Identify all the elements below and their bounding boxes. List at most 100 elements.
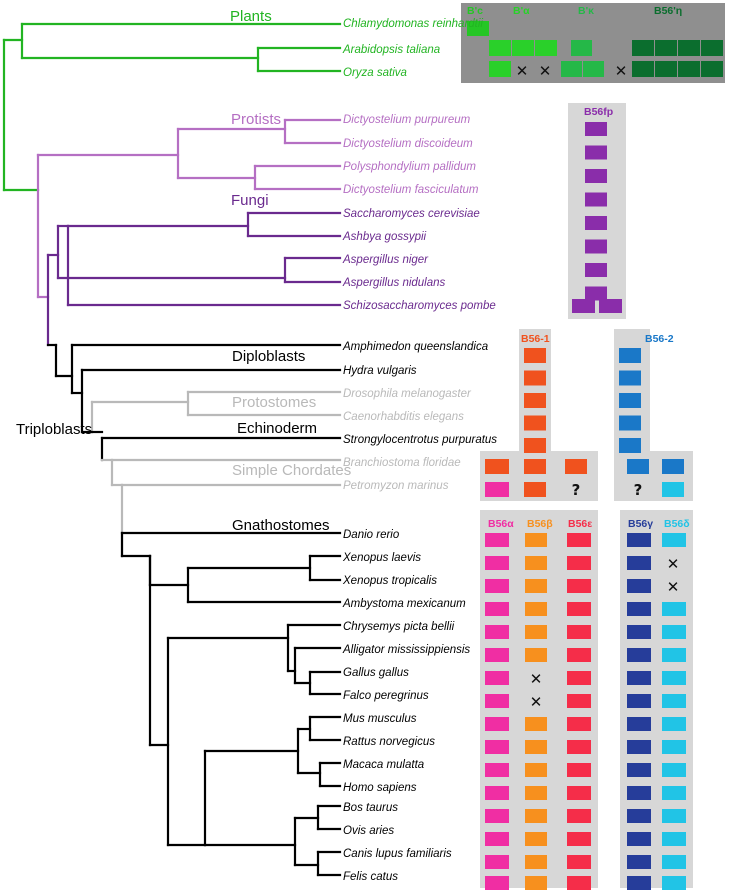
species-label: Macaca mulatta [343,759,424,771]
gene-present-box [485,694,509,708]
gene-present-box [567,625,591,639]
gene-present-box [627,671,651,685]
header-balpha: B'α [513,5,530,17]
gene-present-box [525,876,547,890]
gene-present-box [525,832,547,846]
species-label: Caenorhabditis elegans [343,411,464,423]
gene-present-box [567,556,591,570]
gene-present-box [524,348,546,363]
gene-present-box [489,61,511,77]
header-beta: B56'η [654,5,682,17]
species-label: Dictyostelium discoideum [343,138,473,150]
gene-present-box [662,625,686,639]
gene-present-box [525,786,547,800]
gene-present-box [524,459,546,474]
gene-absent-mark: ✕ [516,62,529,80]
species-label: Schizosaccharomyces pombe [343,300,496,312]
gene-present-box [627,763,651,777]
gene-absent-mark: ✕ [530,670,543,688]
gene-present-box [662,459,684,474]
gene-present-box [567,763,591,777]
gene-present-box [567,876,591,890]
gene-present-box [485,648,509,662]
header-b56-2: B56-2 [645,333,674,345]
gene-present-box [524,370,546,386]
gene-present-box [619,370,641,386]
gene-present-box [585,263,607,277]
gene-present-box [585,239,607,254]
gene-present-box [567,533,591,547]
labels: Plants Protists Fungi Diploblasts Protos… [16,5,690,883]
gene-present-box [627,717,651,731]
gene-present-box [585,192,607,207]
gene-present-box [627,855,651,869]
species-label: Drosophila melanogaster [343,388,472,400]
gene-present-box [662,855,686,869]
gene-present-box [567,717,591,731]
gene-present-box [467,21,489,36]
species-label: Mus musculus [343,713,417,725]
species-label: Aspergillus nidulans [342,277,446,289]
species-label: Rattus norvegicus [343,736,435,748]
gene-present-box [655,61,677,77]
species-label: Branchiostoma floridae [343,457,461,469]
gene-present-box [524,415,546,431]
species-label: Dictyostelium purpureum [343,114,471,126]
gene-present-box [524,438,546,453]
gene-present-box [662,786,686,800]
group-label-protists: Protists [231,111,281,128]
gene-present-box [619,438,641,453]
species-label: Xenopus laevis [342,552,421,564]
gene-present-box [525,625,547,639]
gene-present-box [627,533,651,547]
gene-present-box [619,348,641,363]
gene-present-box [565,459,587,474]
gene-present-box [485,459,509,474]
gene-present-box [627,648,651,662]
header-b56alpha: B56α [488,518,514,530]
gene-present-box [701,40,723,56]
species-label: Canis lupus familiaris [343,848,452,860]
gene-present-box [485,876,509,890]
gene-present-box [525,533,547,547]
gene-absent-mark: ✕ [615,62,628,80]
species-label: Alligator mississippiensis [342,644,470,656]
group-label-simple-chordates: Simple Chordates [232,462,351,479]
gene-presence-boxes: ✕✕✕??✕✕✕✕ [467,21,723,890]
gene-present-box [627,556,651,570]
gene-present-box [567,602,591,616]
header-b56epsilon: B56ε [568,518,592,530]
header-bc: B'c [467,5,483,17]
gene-present-box [571,40,592,56]
gene-absent-mark: ✕ [667,555,680,573]
gene-present-box [662,809,686,823]
gene-present-box [512,40,534,56]
gene-present-box [701,61,723,77]
gene-present-box [632,40,654,56]
species-label: Felis catus [343,871,398,883]
species-label: Polysphondylium pallidum [343,161,476,173]
gene-present-box [627,694,651,708]
gene-present-box [585,169,607,183]
gene-present-box [485,482,509,497]
header-b56beta: B56β [527,518,553,530]
gene-present-box [662,740,686,754]
gene-present-box [525,648,547,662]
gene-present-box [485,671,509,685]
gene-present-box [678,40,700,56]
gene-present-box [585,145,607,160]
gene-present-box [585,216,607,230]
gene-present-box [561,61,582,77]
gene-present-box [485,602,509,616]
species-label: Aspergillus niger [342,254,429,266]
gene-present-box [662,671,686,685]
gene-present-box [627,740,651,754]
panel-b56-2 [614,329,650,451]
gene-present-box [567,832,591,846]
gene-present-box [485,763,509,777]
gene-absent-mark: ✕ [667,578,680,596]
gene-present-box [627,459,649,474]
gene-present-box [678,61,700,77]
gene-present-box [535,40,557,56]
species-label: Saccharomyces cerevisiae [343,208,480,220]
